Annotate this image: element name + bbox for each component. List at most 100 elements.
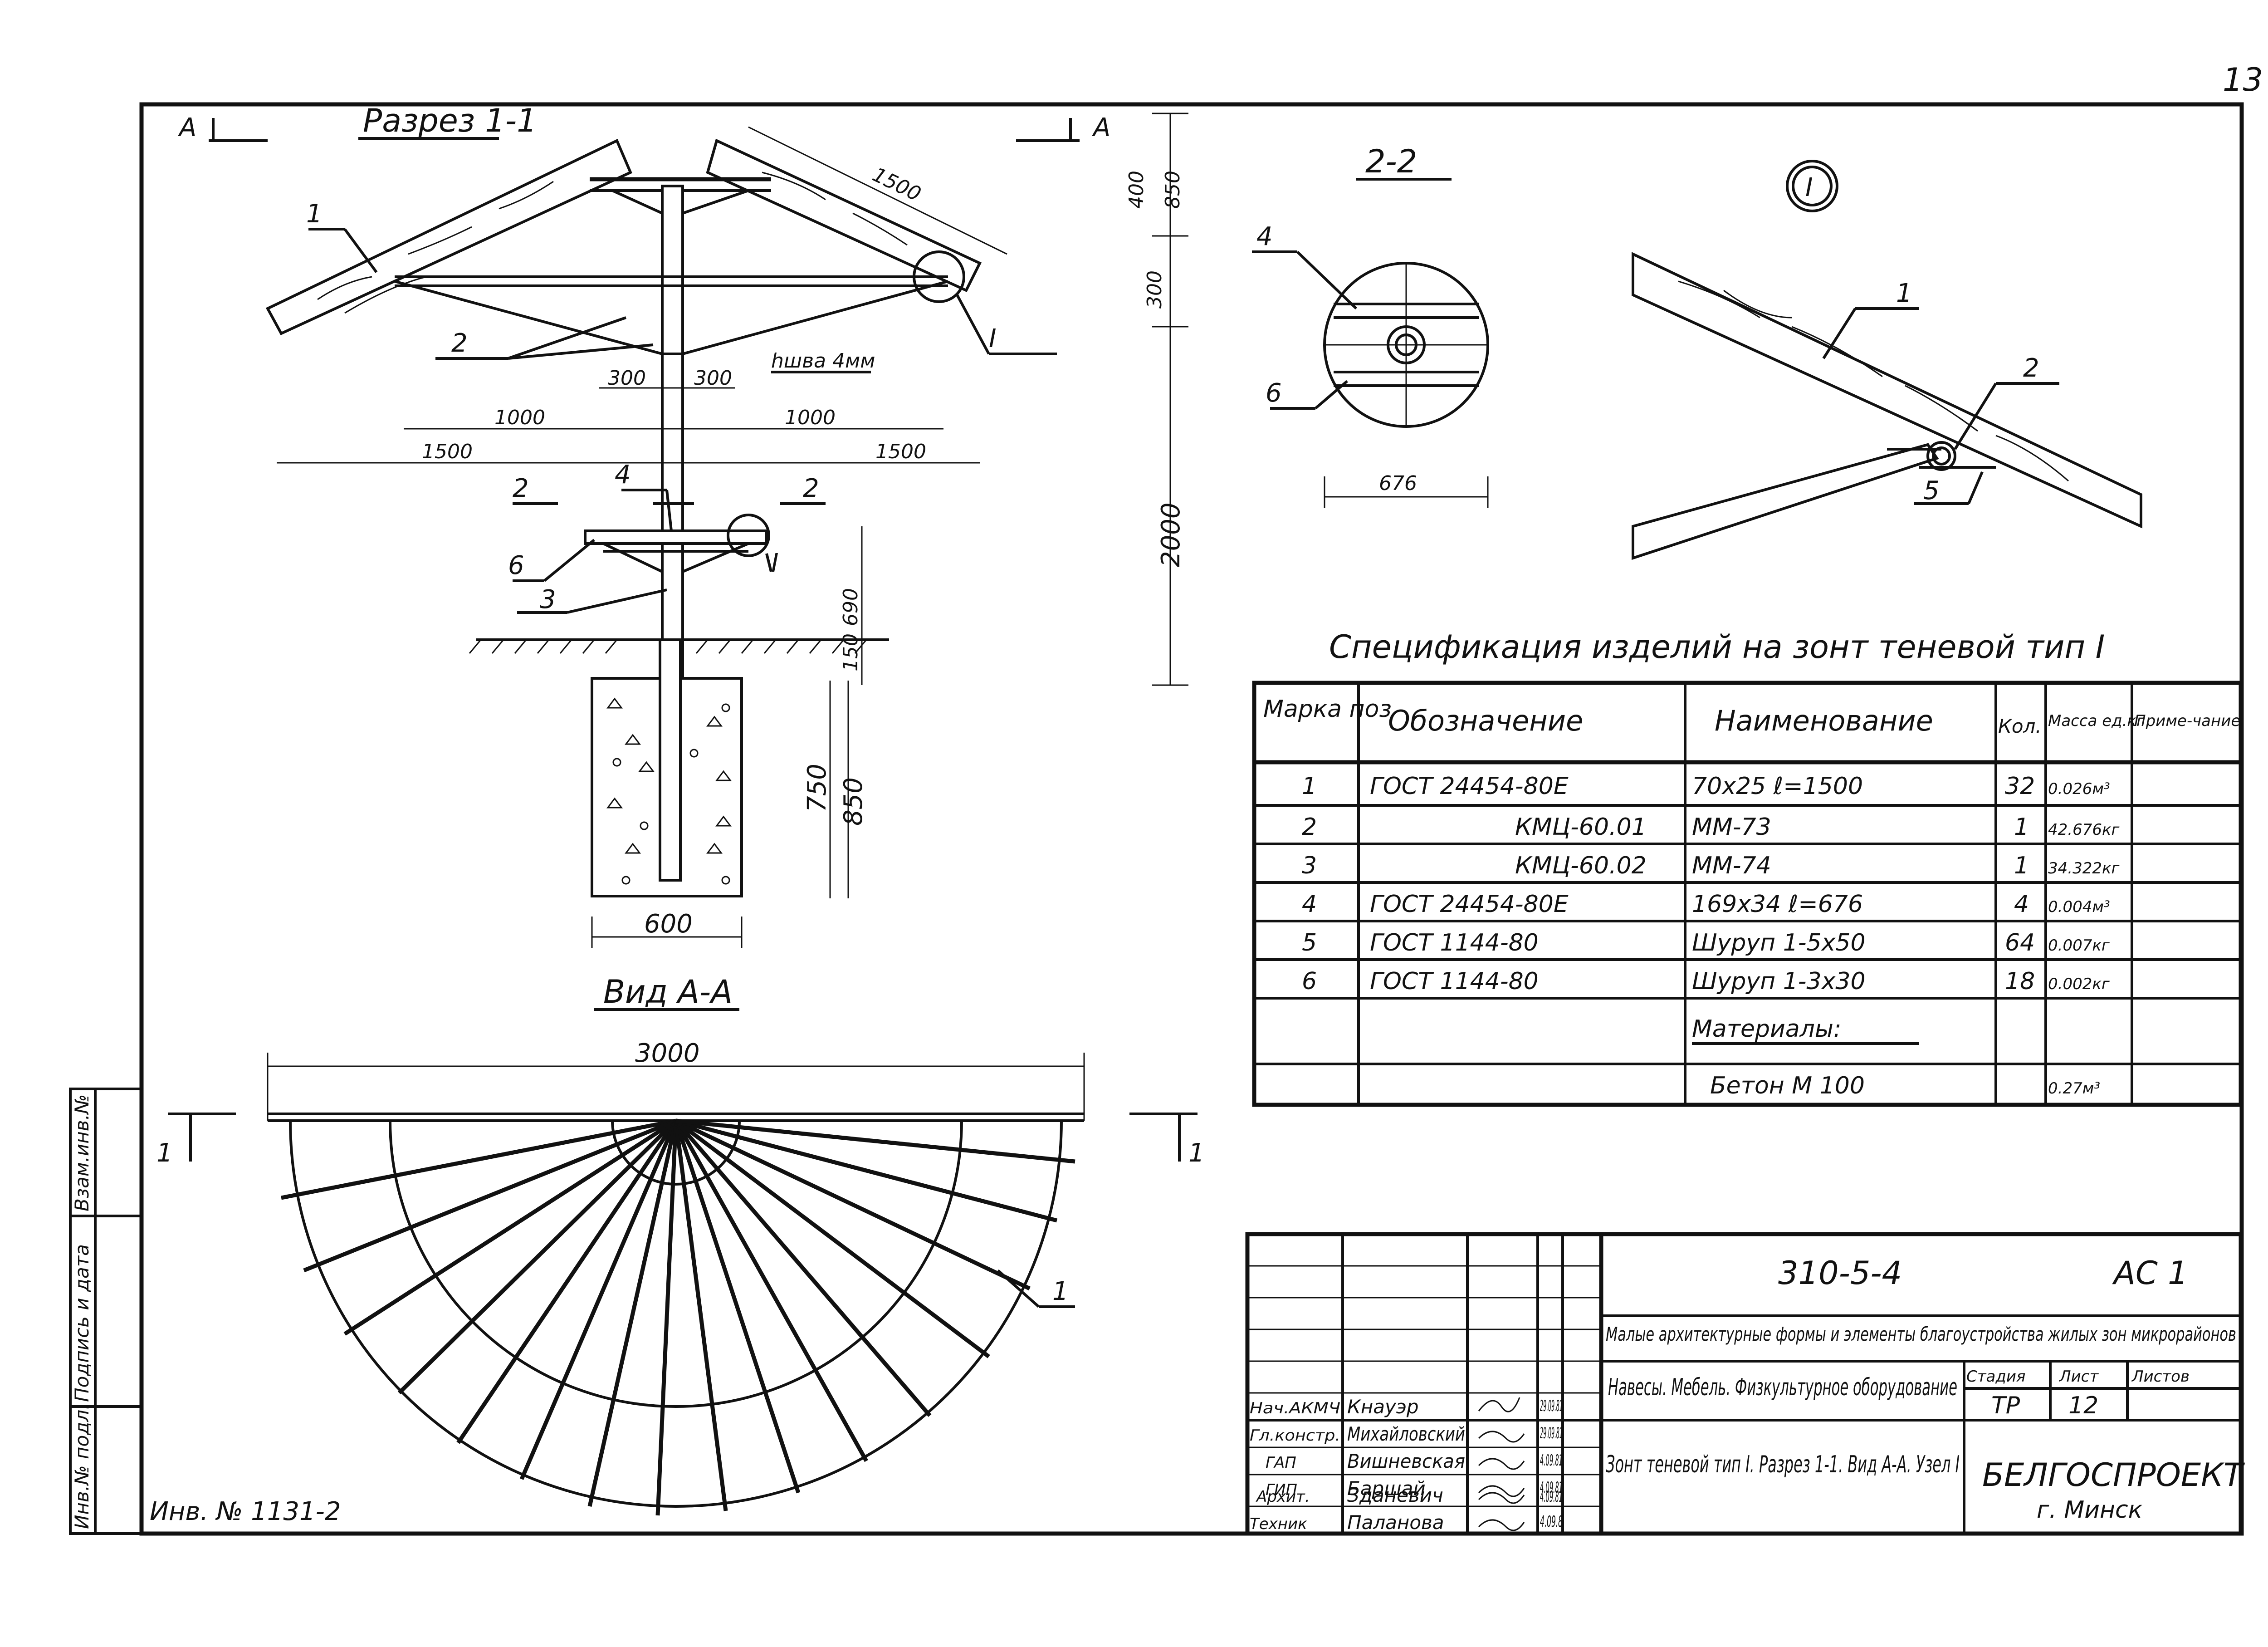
dim-1000-left: 1000 xyxy=(494,406,545,429)
dim-300-left: 300 xyxy=(608,367,646,390)
org-city: г. Минск xyxy=(2037,1496,2143,1524)
spec-row-mass: 0.026м³ xyxy=(2048,780,2110,798)
signature-row: Нач.АКМЧ Кнауэр 29.09.81 xyxy=(1250,1396,1563,1418)
dim-150: 150 xyxy=(839,633,862,672)
dim-1000-right: 1000 xyxy=(785,406,836,429)
spec-header-note: Приме-чание xyxy=(2134,712,2240,730)
dim-850: 850 xyxy=(1161,171,1184,209)
spec-row-designation: ГОСТ 24454-80Е xyxy=(1370,891,1569,918)
spec-row-designation: КМЦ-60.02 xyxy=(1515,852,1647,879)
node-brace xyxy=(1632,443,1939,560)
callout-6: 6 xyxy=(508,551,524,580)
view-callout-1: 1 xyxy=(1052,1277,1069,1306)
radial-boards xyxy=(281,1118,1075,1516)
view-a-a-title: Вид А-А xyxy=(603,973,733,1010)
sig-role: ГАП xyxy=(1266,1454,1296,1472)
callout-node-i-lower: I xyxy=(771,549,779,578)
signature-row: Техник Паланова 4.09.8 xyxy=(1250,1511,1563,1534)
spec-row-designation: ГОСТ 1144-80 xyxy=(1370,968,1539,995)
sig-name: Паланова xyxy=(1347,1511,1444,1534)
spec-row: 5 ГОСТ 1144-80 Шуруп 1-5х50 64 0.007кг xyxy=(1302,929,2110,956)
sig-name: Баршай xyxy=(1347,1477,1426,1500)
spec-row-designation: КМЦ-60.01 xyxy=(1515,814,1647,841)
sig-role: Нач.АКМЧ xyxy=(1250,1399,1340,1417)
sig-name: Вишневская xyxy=(1347,1450,1465,1472)
sig-name: Кнауэр xyxy=(1347,1396,1419,1418)
sig-date: 29.09.81 xyxy=(1540,1424,1563,1442)
node-circle-lower xyxy=(727,514,770,557)
spec-table: Спецификация изделий на зонт теневой тип… xyxy=(1252,628,2243,1107)
section-2-2: 2-2 4 6 676 xyxy=(1252,143,1489,508)
cut-mark-1-left: 1 xyxy=(156,1138,173,1168)
dim-300-vert: 300 xyxy=(1143,270,1166,309)
spec-row-name: Шуруп 1-3х30 xyxy=(1692,968,1866,995)
spec-header-qty: Кол. xyxy=(1998,715,2042,737)
dim-600: 600 xyxy=(644,909,693,939)
ring-hub xyxy=(611,1120,741,1186)
sig-role: Гл.констр. xyxy=(1250,1426,1340,1445)
spec-row: 6 ГОСТ 1144-80 Шуруп 1-3х30 18 0.002кг xyxy=(1302,968,2110,995)
dim-2000: 2000 xyxy=(1156,502,1186,567)
sig-role: ГИП xyxy=(1266,1481,1297,1499)
dim-690: 690 xyxy=(839,588,862,626)
dim-1500-left: 1500 xyxy=(422,440,473,463)
node-callout-1: 1 xyxy=(1896,279,1912,308)
doc-sheet-code: АС 1 xyxy=(2112,1255,2188,1292)
spec-row-mark: 4 xyxy=(1302,891,1317,918)
spec-row-name: 70х25 ℓ=1500 xyxy=(1692,773,1863,800)
spec-row-name: Материалы: xyxy=(1692,1015,1842,1043)
spec-row-name: Бетон М 100 xyxy=(1710,1072,1865,1099)
spec-row-mass: 34.322кг xyxy=(2048,859,2120,877)
spec-row-mass: 0.004м³ xyxy=(2048,898,2110,916)
spec-row-designation: ГОСТ 1144-80 xyxy=(1370,929,1539,956)
spec-row-mass: 0.007кг xyxy=(2048,936,2110,955)
view-a-a: Вид А-А 3000 1 1 xyxy=(156,973,1205,1516)
dim-676: 676 xyxy=(1379,472,1417,495)
callout-4: 4 xyxy=(615,460,631,490)
signature-row: ГИП Баршай 4.09.81 xyxy=(1266,1477,1563,1500)
sig-date: 29.09.81 xyxy=(1540,1397,1563,1415)
section-mark-2-right: 2 xyxy=(803,474,819,503)
signature-row: Гл.констр. Михайловский 29.09.81 xyxy=(1250,1423,1563,1445)
spec-row: 2 КМЦ-60.01 ММ-73 1 42.676кг xyxy=(1302,814,2120,841)
spec-row-mass: 0.27м³ xyxy=(2048,1079,2100,1098)
spec-row: Бетон М 100 0.27м³ xyxy=(1710,1072,2100,1099)
spec-row-mark: 2 xyxy=(1302,814,1317,841)
spec-row-qty: 18 xyxy=(2005,968,2035,995)
dim-300-right: 300 xyxy=(694,367,732,390)
doc-code: 310-5-4 xyxy=(1778,1255,1902,1292)
margin-label-replace: Взам.инв.№ xyxy=(71,1094,93,1211)
sig-role: Техник xyxy=(1250,1515,1307,1533)
spec-title: Спецификация изделий на зонт теневой тип… xyxy=(1329,628,2105,666)
sig-date: 4.09.8 xyxy=(1540,1513,1563,1531)
node-i-title: I xyxy=(1805,173,1813,202)
spec-row-qty: 1 xyxy=(2014,852,2029,879)
lower-platform xyxy=(584,529,768,545)
spec-row-name: 169х34 ℓ=676 xyxy=(1692,891,1863,918)
sig-date: 4.09.81 xyxy=(1540,1488,1563,1506)
sheet-frame xyxy=(139,102,2244,1536)
cut-mark-a-right: А xyxy=(1092,113,1110,142)
section-1-1: Разрез 1-1 А А 1 2 xyxy=(178,102,1188,948)
ring-outer xyxy=(289,1120,1063,1508)
section-1-1-title: Разрез 1-1 xyxy=(363,102,537,139)
signature-row: Архит. Зданевич 4.09.81 xyxy=(1256,1484,1563,1506)
sig-name: Михайловский xyxy=(1347,1423,1465,1445)
roof-board-right xyxy=(706,138,982,292)
sig-date: 4.09.81 xyxy=(1540,1479,1563,1497)
sig-role: Архит. xyxy=(1256,1488,1310,1506)
dim-750: 750 xyxy=(802,764,832,812)
section-2-2-callout-6: 6 xyxy=(1266,378,1282,408)
spec-row-qty: 32 xyxy=(2005,773,2035,800)
spec-header-designation: Обозначение xyxy=(1388,704,1583,737)
spec-row-mark: 5 xyxy=(1302,929,1317,956)
spec-row: 1 ГОСТ 24454-80Е 70х25 ℓ=1500 32 0.026м³ xyxy=(1302,773,2110,800)
spec-header-name: Наименование xyxy=(1715,704,1933,737)
sheet-value: 12 xyxy=(2068,1392,2098,1419)
spec-row: 3 КМЦ-60.02 ММ-74 1 34.322кг xyxy=(1302,852,2120,879)
spec-row: 4 ГОСТ 24454-80Е 169х34 ℓ=676 4 0.004м³ xyxy=(1302,891,2110,918)
center-pole-upper xyxy=(661,185,684,700)
weld-note: hшва 4мм xyxy=(771,349,875,373)
spec-row-name: ММ-73 xyxy=(1692,814,1771,841)
